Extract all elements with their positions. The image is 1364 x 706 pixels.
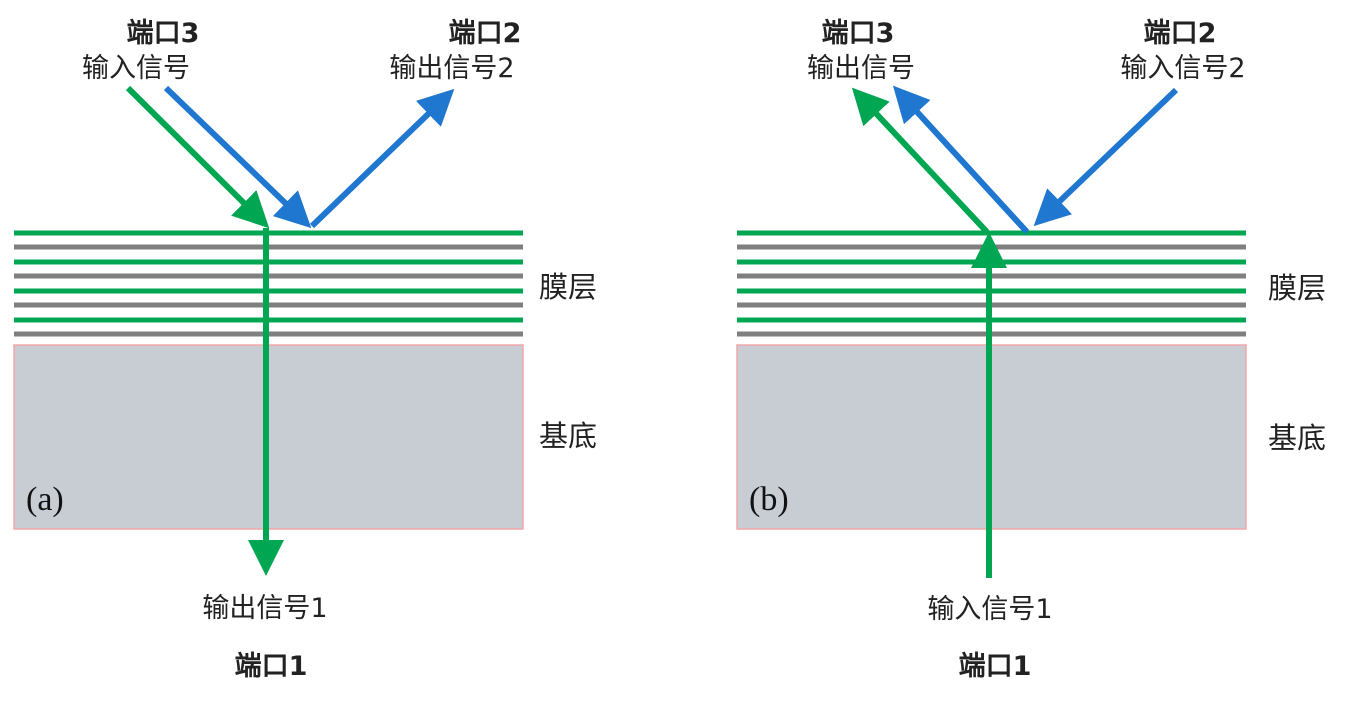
port3-title: 端口3 [127, 18, 200, 49]
panel-b: 端口3 输出信号 端口2 输入信号2 膜层 基底 (b) 输入信号1 端口1 [736, 18, 1326, 682]
port2-signal: 输入信号2 [1120, 53, 1245, 84]
port2-title: 端口2 [1144, 18, 1217, 49]
port2-signal: 输出信号2 [389, 53, 514, 84]
port1-title: 端口1 [235, 651, 308, 682]
port3-signal: 输入信号 [82, 53, 190, 84]
green-reflect-arrow [851, 87, 990, 235]
film-label: 膜层 [1268, 271, 1326, 305]
blue-input-arrow [163, 85, 312, 229]
panel-tag: (b) [749, 481, 789, 518]
port1-signal: 输入信号1 [927, 594, 1052, 625]
blue-reflect-arrow [309, 88, 455, 229]
panel-a: 端口3 输入信号 端口2 输出信号2 膜层 基底 (a) 输出信号1 端口1 [13, 18, 597, 682]
substrate-label: 基底 [539, 419, 597, 453]
port3-signal: 输出信号 [807, 53, 915, 84]
panel-tag: (a) [26, 481, 64, 518]
port1-title: 端口1 [959, 651, 1032, 682]
substrate-label: 基底 [1268, 421, 1326, 455]
blue-reflect-arrow [892, 85, 1030, 235]
film-label: 膜层 [539, 270, 597, 304]
green-input-arrow [125, 85, 270, 229]
port3-title: 端口3 [822, 18, 895, 49]
port1-signal: 输出信号1 [202, 593, 327, 624]
port2-title: 端口2 [449, 18, 522, 49]
blue-input-arrow [1033, 87, 1179, 227]
